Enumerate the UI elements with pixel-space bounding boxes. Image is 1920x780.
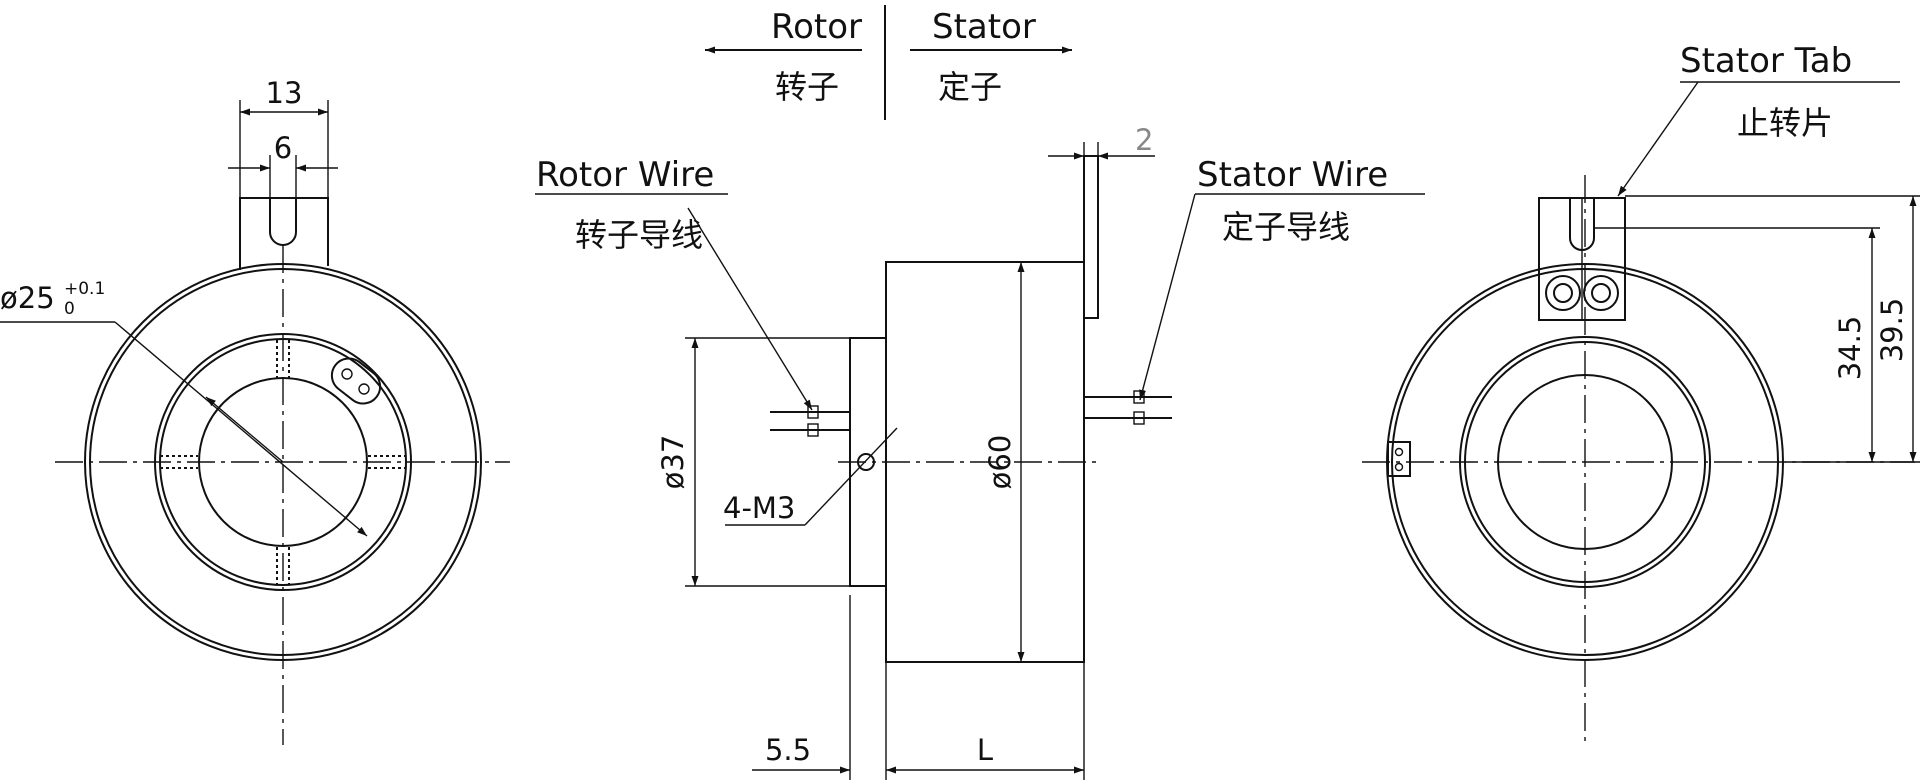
dim-body-diameter: ø60 bbox=[983, 435, 1017, 490]
dim-bore-tol-upper: +0.1 bbox=[64, 279, 105, 299]
dim-flange-thickness: 2 bbox=[1135, 123, 1153, 157]
rotor-cn-label: 转子 bbox=[775, 68, 839, 106]
rotor-body bbox=[849, 337, 887, 587]
stator-tab-cn-label: 止转片 bbox=[1737, 104, 1833, 142]
connector-icon bbox=[330, 357, 382, 405]
dim-tab-height-2: 39.5 bbox=[1875, 298, 1909, 363]
dim-rotor-length: 5.5 bbox=[765, 733, 811, 767]
dim-bore-tol-lower: 0 bbox=[64, 299, 75, 319]
rotor-label: Rotor bbox=[771, 7, 862, 47]
stator-label: Stator bbox=[932, 7, 1036, 47]
stator-flange bbox=[1083, 155, 1099, 319]
rotor-wire-cn-label: 转子导线 bbox=[575, 216, 703, 254]
side-view: 2 ø37 ø60 4-M3 5.5 L Rotor Wire 转子导线 Sta… bbox=[535, 123, 1425, 780]
dim-tab-height-1: 34.5 bbox=[1833, 316, 1867, 381]
side-connector bbox=[1387, 441, 1411, 477]
dim-bore-diameter: ø25 bbox=[0, 281, 55, 315]
stator-cn-label: 定子 bbox=[938, 68, 1002, 106]
dim-body-length: L bbox=[977, 733, 993, 767]
back-view: 34.5 39.5 Stator Tab 止转片 bbox=[1362, 41, 1920, 745]
stator-wire-cn-label: 定子导线 bbox=[1222, 208, 1350, 246]
stator-tab-label: Stator Tab bbox=[1680, 41, 1852, 81]
dim-slot-width: 6 bbox=[274, 131, 292, 165]
stator-wire-label: Stator Wire bbox=[1197, 155, 1388, 195]
rotor-wire-label: Rotor Wire bbox=[536, 155, 714, 195]
dim-rotor-diameter: ø37 bbox=[656, 435, 690, 490]
stator-tab bbox=[1538, 197, 1626, 321]
rotor-stator-legend: Rotor Stator 转子 定子 bbox=[705, 5, 1072, 120]
front-view: 13 6 ø25 +0.1 0 bbox=[0, 76, 510, 745]
dim-tab-width: 13 bbox=[266, 76, 303, 110]
dim-mount-holes: 4-M3 bbox=[723, 491, 795, 525]
